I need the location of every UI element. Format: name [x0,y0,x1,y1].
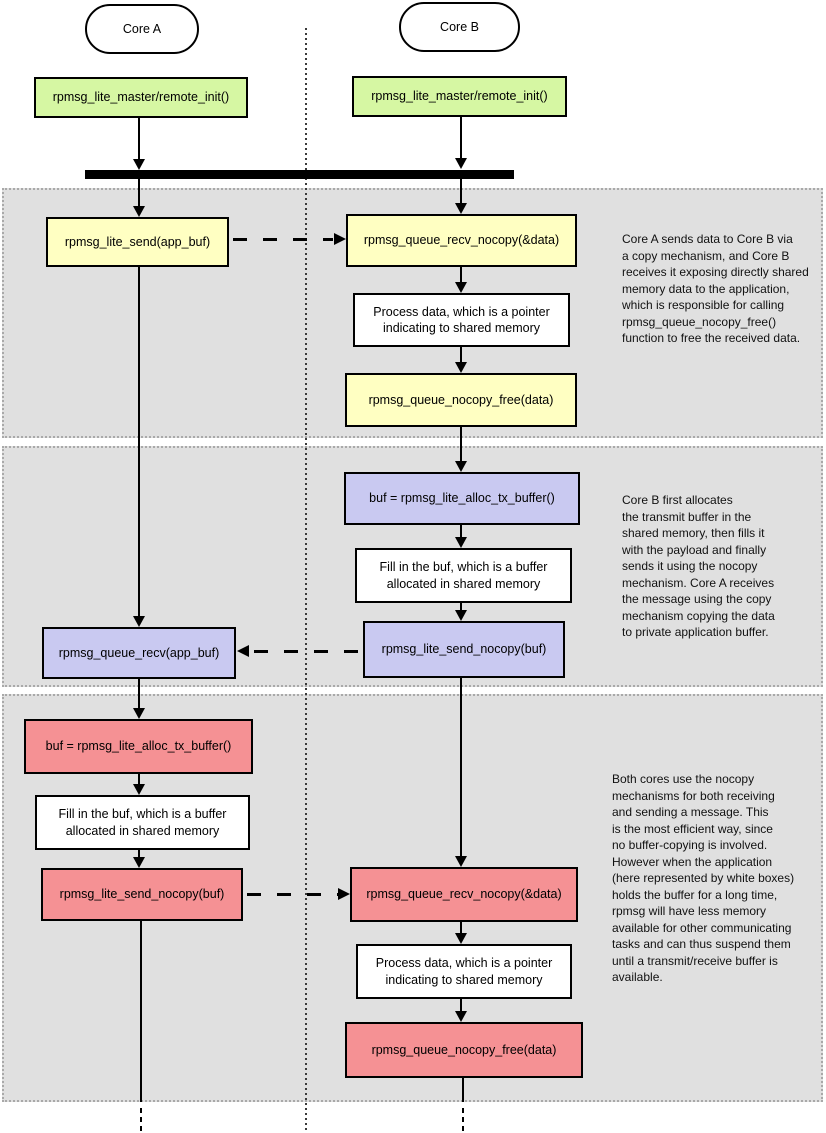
lane-core-a: Core A [85,4,199,54]
arrowhead-icon [133,708,145,719]
arrowhead-icon [455,933,467,944]
arrowhead-icon [455,856,467,867]
arrowhead-icon [455,610,467,621]
arrowhead-icon [133,159,145,170]
init-box-core-b: rpmsg_lite_master/remote_init() [352,76,567,117]
s3-process-box: Process data, which is a pointer indicat… [356,944,572,999]
arrowhead-icon [237,645,249,657]
arrowhead-icon [455,158,467,169]
flow-line [138,774,140,784]
lane-core-b: Core B [399,2,520,52]
s3-send-nocopy-box: rpmsg_lite_send_nocopy(buf) [41,868,243,921]
flow-line [460,117,462,158]
flow-line [138,850,140,857]
lane-core-b-label: Core B [440,20,479,34]
flow-line [138,179,140,206]
arrowhead-icon [338,888,350,900]
arrowhead-icon [334,233,346,245]
s2-alloc-box: buf = rpmsg_lite_alloc_tx_buffer() [344,472,580,525]
s3-recv-nocopy-box: rpmsg_queue_recv_nocopy(&data) [350,867,578,922]
lifeline-core-b [462,1078,464,1102]
arrowhead-icon [133,857,145,868]
arrowhead-icon [455,203,467,214]
arrowhead-icon [455,1011,467,1022]
s3-fill-box: Fill in the buf, which is a buffer alloc… [35,795,250,850]
flow-line [460,603,462,610]
flow-line [460,525,462,537]
s3-alloc-box: buf = rpmsg_lite_alloc_tx_buffer() [24,719,253,774]
s2-annotation: Core B first allocates the transmit buff… [622,493,775,639]
s3-message-dashed-line [247,893,338,896]
flow-line [460,922,462,933]
init-box-core-a: rpmsg_lite_master/remote_init() [34,77,248,118]
sync-bar [85,170,514,179]
arrowhead-icon [455,362,467,373]
s1-send-box: rpmsg_lite_send(app_buf) [46,217,229,267]
arrowhead-icon [455,461,467,472]
s2-message-dashed-line [254,650,363,653]
s2-send-nocopy-box: rpmsg_lite_send_nocopy(buf) [363,621,565,678]
lifeline-core-b-continuation [462,1108,464,1133]
flow-line [460,267,462,282]
lane-core-a-label: Core A [122,22,162,36]
arrowhead-icon [133,616,145,627]
flow-line [460,678,462,856]
lifeline-core-a-continuation [140,1108,142,1133]
flow-line [460,999,462,1011]
arrowhead-icon [133,206,145,217]
s1-annotation: Core A sends data to Core B via a copy m… [622,232,809,345]
s2-recv-box: rpmsg_queue_recv(app_buf) [42,627,236,679]
s1-recv-nocopy-box: rpmsg_queue_recv_nocopy(&data) [346,214,577,267]
arrowhead-icon [133,784,145,795]
s1-process-box: Process data, which is a pointer indicat… [353,293,570,347]
flow-line [460,179,462,203]
arrowhead-icon [455,537,467,548]
flow-line [138,679,140,708]
flow-line [460,427,462,461]
flow-line [138,267,140,616]
s1-nocopy-free-box: rpmsg_queue_nocopy_free(data) [345,373,577,427]
s1-message-dashed-line [233,238,333,241]
lifeline-core-a [140,921,142,1102]
core-separator-line [305,28,307,1133]
s2-fill-box: Fill in the buf, which is a buffer alloc… [355,548,572,603]
flow-line [460,347,462,362]
s3-annotation: Both cores use the nocopy mechanisms for… [612,772,795,984]
flow-line [138,118,140,159]
arrowhead-icon [455,282,467,293]
s3-nocopy-free-box: rpmsg_queue_nocopy_free(data) [345,1022,583,1078]
